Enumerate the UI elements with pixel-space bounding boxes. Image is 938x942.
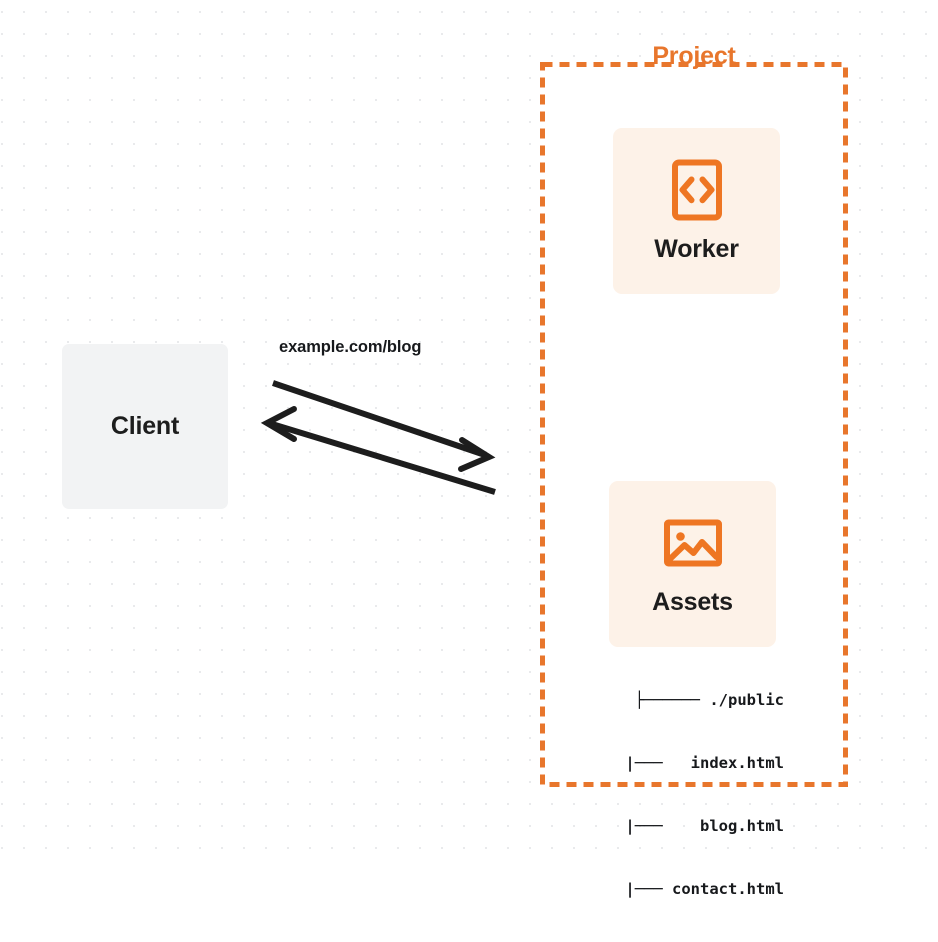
request-arrow [272, 380, 496, 472]
file-tree-line: |─── contact.html [625, 880, 784, 898]
code-brackets-icon [671, 159, 722, 220]
worker-label: Worker [654, 234, 739, 263]
assets-label: Assets [652, 587, 733, 616]
assets-file-tree: ├────── ./public |─── index.html |─── bl… [560, 648, 784, 942]
diagram-canvas: Client Project Worker Assets ├────── ./p… [0, 0, 938, 898]
worker-node[interactable]: Worker [613, 128, 780, 294]
project-title: Project [652, 42, 736, 70]
image-picture-icon [663, 519, 722, 566]
request-url-label: example.com/blog [279, 338, 422, 356]
response-arrow [260, 406, 496, 495]
client-node[interactable]: Client [62, 344, 228, 509]
file-tree-line: |─── index.html [625, 754, 784, 772]
assets-node[interactable]: Assets [609, 481, 776, 647]
client-label: Client [110, 412, 180, 440]
file-tree-line: |─── blog.html [625, 817, 784, 835]
file-tree-line: ├────── ./public [634, 691, 784, 709]
